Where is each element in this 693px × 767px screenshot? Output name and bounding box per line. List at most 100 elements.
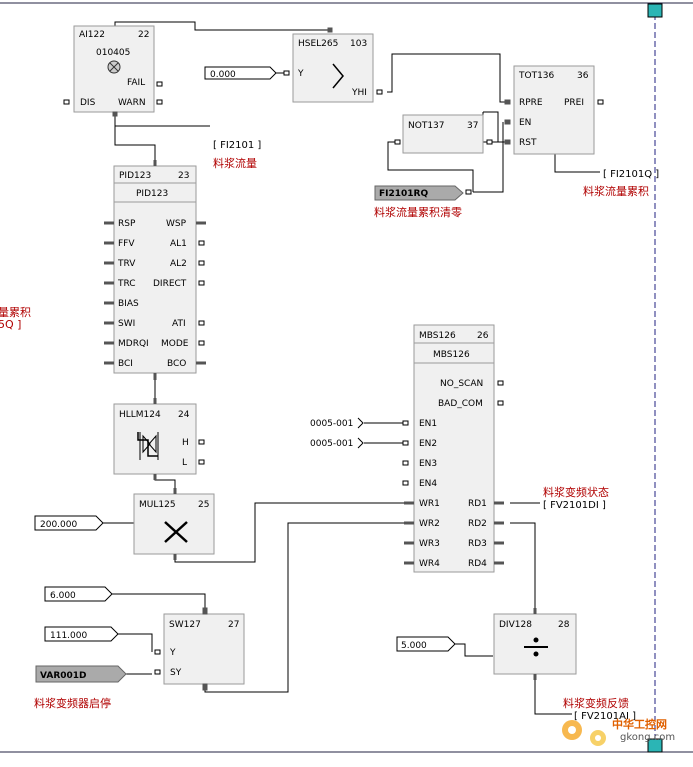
svg-text:FFV: FFV <box>118 239 135 249</box>
const-mul-k[interactable]: 200.000 <box>34 515 104 531</box>
svg-text:BIAS: BIAS <box>118 299 139 309</box>
svg-text:MBS126: MBS126 <box>433 350 470 360</box>
svg-text:37: 37 <box>467 121 478 131</box>
wire-sw-b <box>118 633 153 652</box>
const-en2[interactable]: 0005-001 <box>310 437 364 449</box>
svg-text:AL2: AL2 <box>170 259 187 269</box>
svg-text:FAIL: FAIL <box>127 78 145 88</box>
note-fv2101di-cn: 料浆变频状态 <box>543 485 609 499</box>
block-mbs126[interactable]: MBS126 26 MBS126 NO_SCAN BAD_COM RD1 RD2… <box>402 324 504 573</box>
svg-text:WR3: WR3 <box>419 539 440 549</box>
svg-text:YHI: YHI <box>351 88 367 98</box>
svg-text:SY: SY <box>170 668 182 678</box>
svg-text:DIRECT: DIRECT <box>153 279 187 289</box>
svg-text:23: 23 <box>178 171 189 181</box>
wire-rd2-div <box>510 522 536 612</box>
svg-text:VAR001D: VAR001D <box>40 671 87 681</box>
svg-text:BCI: BCI <box>118 359 133 369</box>
note-fi2101: [ FI2101 ] <box>213 140 261 151</box>
mbs-connectors <box>402 380 504 565</box>
svg-text:RST: RST <box>519 138 537 148</box>
svg-text:HLLM124: HLLM124 <box>119 410 161 420</box>
svg-text:6.000: 6.000 <box>50 591 76 601</box>
watermark-line2: gkong.com <box>620 732 675 743</box>
svg-text:26: 26 <box>477 331 489 341</box>
svg-text:WR2: WR2 <box>419 519 440 529</box>
svg-text:27: 27 <box>228 620 239 630</box>
block-mul125[interactable]: MUL125 25 <box>133 488 215 560</box>
svg-text:PID123: PID123 <box>119 171 151 181</box>
const-en1[interactable]: 0005-001 <box>310 417 364 429</box>
svg-text:MDRQI: MDRQI <box>118 339 149 349</box>
note-fv2101di: [ FV2101DI ] <box>543 500 606 511</box>
pid-left-pins: RSP FFV TRV TRC BIAS SWI MDRQI BCI <box>117 219 149 369</box>
tag-fi2101rq[interactable]: FI2101RQ <box>374 185 472 201</box>
svg-text:SW127: SW127 <box>169 620 201 630</box>
wire-not-loop <box>483 111 499 142</box>
mbs-left-pins: EN1 EN2 EN3 EN4 WR1 WR2 WR3 WR4 <box>419 419 440 569</box>
svg-text:WARN: WARN <box>118 98 146 108</box>
block-tot136[interactable]: TOT136 36 RPRE PREI EN RST <box>504 65 604 155</box>
wire-ai-pid <box>114 126 156 166</box>
note-fi2101-cn: 料浆流量 <box>213 156 257 170</box>
note-var001d-cn: 料浆变频器启停 <box>34 696 111 710</box>
svg-text:RD4: RD4 <box>468 559 487 569</box>
svg-text:22: 22 <box>138 30 149 40</box>
svg-text:RD3: RD3 <box>468 539 487 549</box>
svg-text:RPRE: RPRE <box>519 98 543 108</box>
svg-text:SWI: SWI <box>118 319 135 329</box>
wire-ai-hsel <box>114 21 330 31</box>
svg-text:NO_SCAN: NO_SCAN <box>440 379 483 389</box>
svg-text:NOT137: NOT137 <box>408 121 445 131</box>
svg-text:FI2101RQ: FI2101RQ <box>379 189 428 199</box>
svg-text:RSP: RSP <box>118 219 136 229</box>
svg-text:EN4: EN4 <box>419 479 437 489</box>
divide-icon <box>524 637 548 657</box>
svg-text:ATI: ATI <box>172 319 186 329</box>
svg-text:TOT136: TOT136 <box>518 71 555 81</box>
block-div128[interactable]: DIV128 28 <box>493 608 577 680</box>
block-ai122[interactable]: AI122 22 010405 FAIL DIS WARN <box>63 25 163 117</box>
mbs-right-pins: NO_SCAN BAD_COM RD1 RD2 RD3 RD4 <box>438 379 487 569</box>
svg-text:36: 36 <box>577 71 589 81</box>
wire-not-in <box>387 141 474 192</box>
note-fv2101ai: [ FV2101AI ] <box>574 711 636 722</box>
svg-text:MBS126: MBS126 <box>419 331 456 341</box>
block-hllm124[interactable]: HLLM124 24 H L <box>113 398 205 480</box>
block-hsel265[interactable]: HSEL265 103 Y YHI <box>283 27 383 103</box>
svg-text:0005-001: 0005-001 <box>310 439 353 449</box>
watermark-line1: 中华工控网 <box>612 717 667 731</box>
sheet-marker-bottom[interactable] <box>647 738 663 753</box>
block-not137[interactable]: NOT137 37 <box>394 114 493 154</box>
svg-text:28: 28 <box>558 620 570 630</box>
wire-hsel-tot <box>387 53 510 103</box>
const-sw-b[interactable]: 111.000 <box>44 626 119 642</box>
note-left-cn: 量累积 <box>0 306 31 319</box>
svg-text:BAD_COM: BAD_COM <box>438 399 483 409</box>
const-sw-a[interactable]: 6.000 <box>44 586 113 602</box>
svg-text:EN: EN <box>519 118 531 128</box>
svg-text:TRV: TRV <box>117 259 136 269</box>
block-pid123[interactable]: PID123 23 PID123 RSP FFV TRV TRC BIAS SW… <box>104 160 206 380</box>
wire-ai-note <box>114 112 210 127</box>
svg-text:RD1: RD1 <box>468 499 487 509</box>
svg-text:EN2: EN2 <box>419 439 437 449</box>
const-hsel-y[interactable]: 0.000 <box>204 66 284 80</box>
tag-var001d[interactable]: VAR001D <box>35 665 127 683</box>
svg-text:103: 103 <box>350 39 367 49</box>
svg-text:25: 25 <box>198 500 209 510</box>
note-left-tag: 5Q ] <box>0 318 21 331</box>
svg-text:PREI: PREI <box>564 98 584 108</box>
note-fi2101rq-cn: 料浆流量累积清零 <box>374 205 462 219</box>
svg-text:24: 24 <box>178 410 190 420</box>
block-sw127[interactable]: SW127 27 Y SY <box>154 607 245 691</box>
svg-text:TRC: TRC <box>117 279 136 289</box>
sheet-marker-top[interactable] <box>647 3 663 18</box>
svg-text:Y: Y <box>297 69 304 79</box>
const-div-k[interactable]: 5.000 <box>396 636 456 652</box>
svg-text:DIS: DIS <box>80 98 96 108</box>
svg-text:200.000: 200.000 <box>40 520 77 530</box>
note-fi2101q-cn: 料浆流量累积 <box>583 184 649 198</box>
